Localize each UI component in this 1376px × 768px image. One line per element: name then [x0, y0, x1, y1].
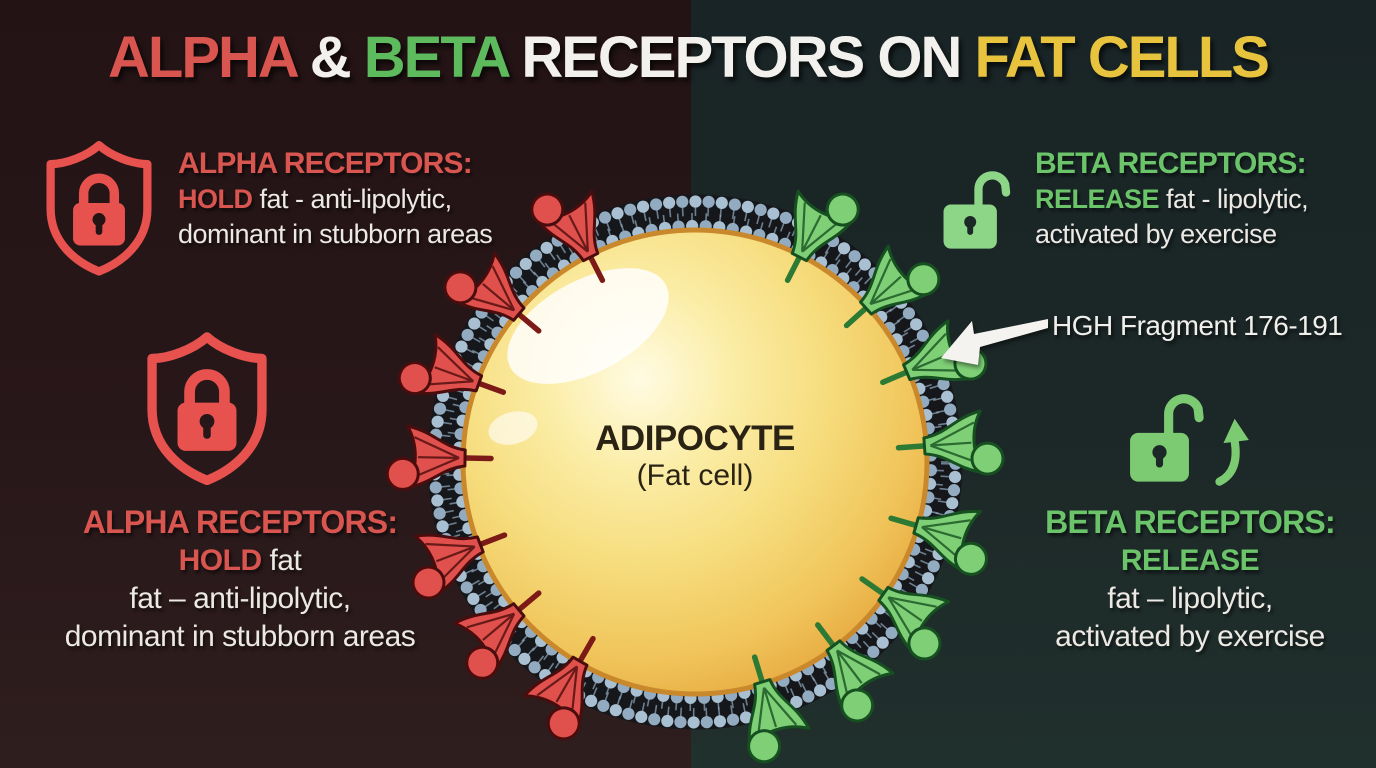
alpha-receptor [443, 251, 542, 334]
cell-label: ADIPOCYTE (Fat cell) [545, 420, 845, 494]
alpha-receptors-bottom-info: ALPHA RECEPTORS: HOLD fat fat – anti-lip… [10, 502, 470, 656]
unlock-icon [943, 171, 1011, 249]
alpha-top-line2: dominant in stubborn areas [178, 219, 493, 249]
beta-receptor [747, 654, 811, 764]
alpha-top-heading: ALPHA RECEPTORS: [178, 147, 473, 180]
annotation-arrow-icon [941, 319, 1048, 365]
beta-receptor [784, 189, 860, 283]
beta-bottom-line3: activated by exercise [1055, 620, 1325, 653]
shield-lock-icon [147, 332, 267, 486]
alpha-top-line1: HOLD fat - anti-lipolytic, [178, 184, 452, 214]
beta-bottom-line1: RELEASE [1120, 544, 1260, 577]
cell-highlight [507, 268, 669, 384]
beta-receptors-bottom-info: BETA RECEPTORS: RELEASE fat – lipolytic,… [975, 502, 1376, 656]
beta-top-heading: BETA RECEPTORS: [1035, 147, 1307, 180]
title-beta: BETA [363, 25, 509, 90]
title-ampersand: & [295, 25, 364, 90]
alpha-bottom-line3: dominant in stubborn areas [64, 620, 416, 653]
alpha-receptor [452, 590, 542, 680]
title-fat-cells: FAT CELLS [974, 25, 1269, 90]
beta-bottom-heading: BETA RECEPTORS: [1045, 504, 1335, 540]
beta-receptor [859, 576, 951, 661]
beta-receptor [815, 622, 895, 723]
alpha-receptor [530, 189, 606, 283]
alpha-receptor [385, 424, 494, 491]
beta-receptors-top-info: BETA RECEPTORS: RELEASE fat - lipolytic,… [1035, 146, 1309, 252]
cell-highlight [488, 411, 538, 445]
title-alpha: ALPHA [108, 25, 298, 90]
alpha-receptor [411, 532, 508, 600]
cell-subtitle: (Fat cell) [636, 459, 754, 492]
alpha-receptor [522, 635, 596, 741]
page-title: ALPHA & BETA RECEPTORS ON FAT CELLS [0, 24, 1376, 91]
shield-lock-icon [46, 141, 152, 276]
beta-receptor [895, 409, 1005, 476]
alpha-receptors-top-info: ALPHA RECEPTORS: HOLD fat - anti-lipolyt… [178, 146, 493, 252]
title-receptors-on: RECEPTORS ON [507, 25, 975, 90]
alpha-bottom-line1: HOLD fat [178, 544, 302, 577]
beta-top-line2: activated by exercise [1035, 219, 1277, 249]
alpha-bottom-line2: fat – anti-lipolytic, [129, 582, 351, 615]
alpha-receptor [397, 332, 507, 396]
alpha-bottom-heading: ALPHA RECEPTORS: [82, 504, 398, 540]
cell-name: ADIPOCYTE [595, 419, 795, 458]
beta-receptor [888, 509, 989, 576]
unlock-release-icon [1130, 394, 1249, 486]
beta-bottom-line2: fat – lipolytic, [1107, 582, 1273, 615]
beta-receptor [843, 244, 941, 329]
cell-body [460, 227, 930, 697]
hgh-fragment-label: HGH Fragment 176-191 [1052, 310, 1343, 341]
beta-top-line1: RELEASE fat - lipolytic, [1035, 184, 1309, 214]
